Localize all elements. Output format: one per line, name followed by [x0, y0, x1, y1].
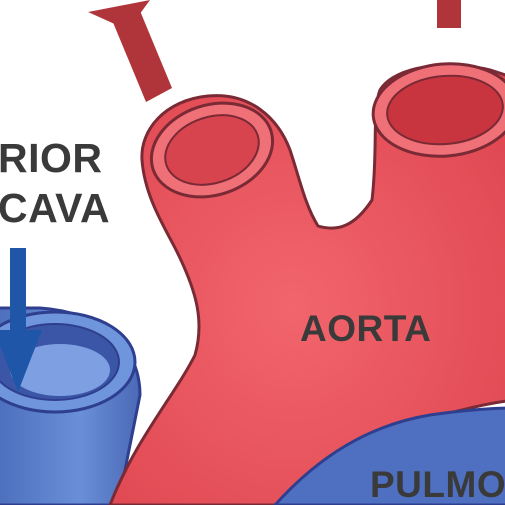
aorta-flow-arrow-left [88, 0, 172, 102]
aorta-flow-arrow-right [437, 0, 461, 28]
vena-cava-flow-arrow [0, 248, 42, 392]
superior-vena-cava [0, 306, 142, 505]
pulmonary-artery [272, 406, 505, 505]
vena-cava-label-line1: RIOR [0, 135, 103, 181]
aorta-label: AORTA [300, 308, 432, 349]
aorta [108, 62, 505, 505]
vena-cava-label-line2: CAVA [0, 185, 111, 231]
pulmonary-label: PULMO [370, 464, 505, 505]
